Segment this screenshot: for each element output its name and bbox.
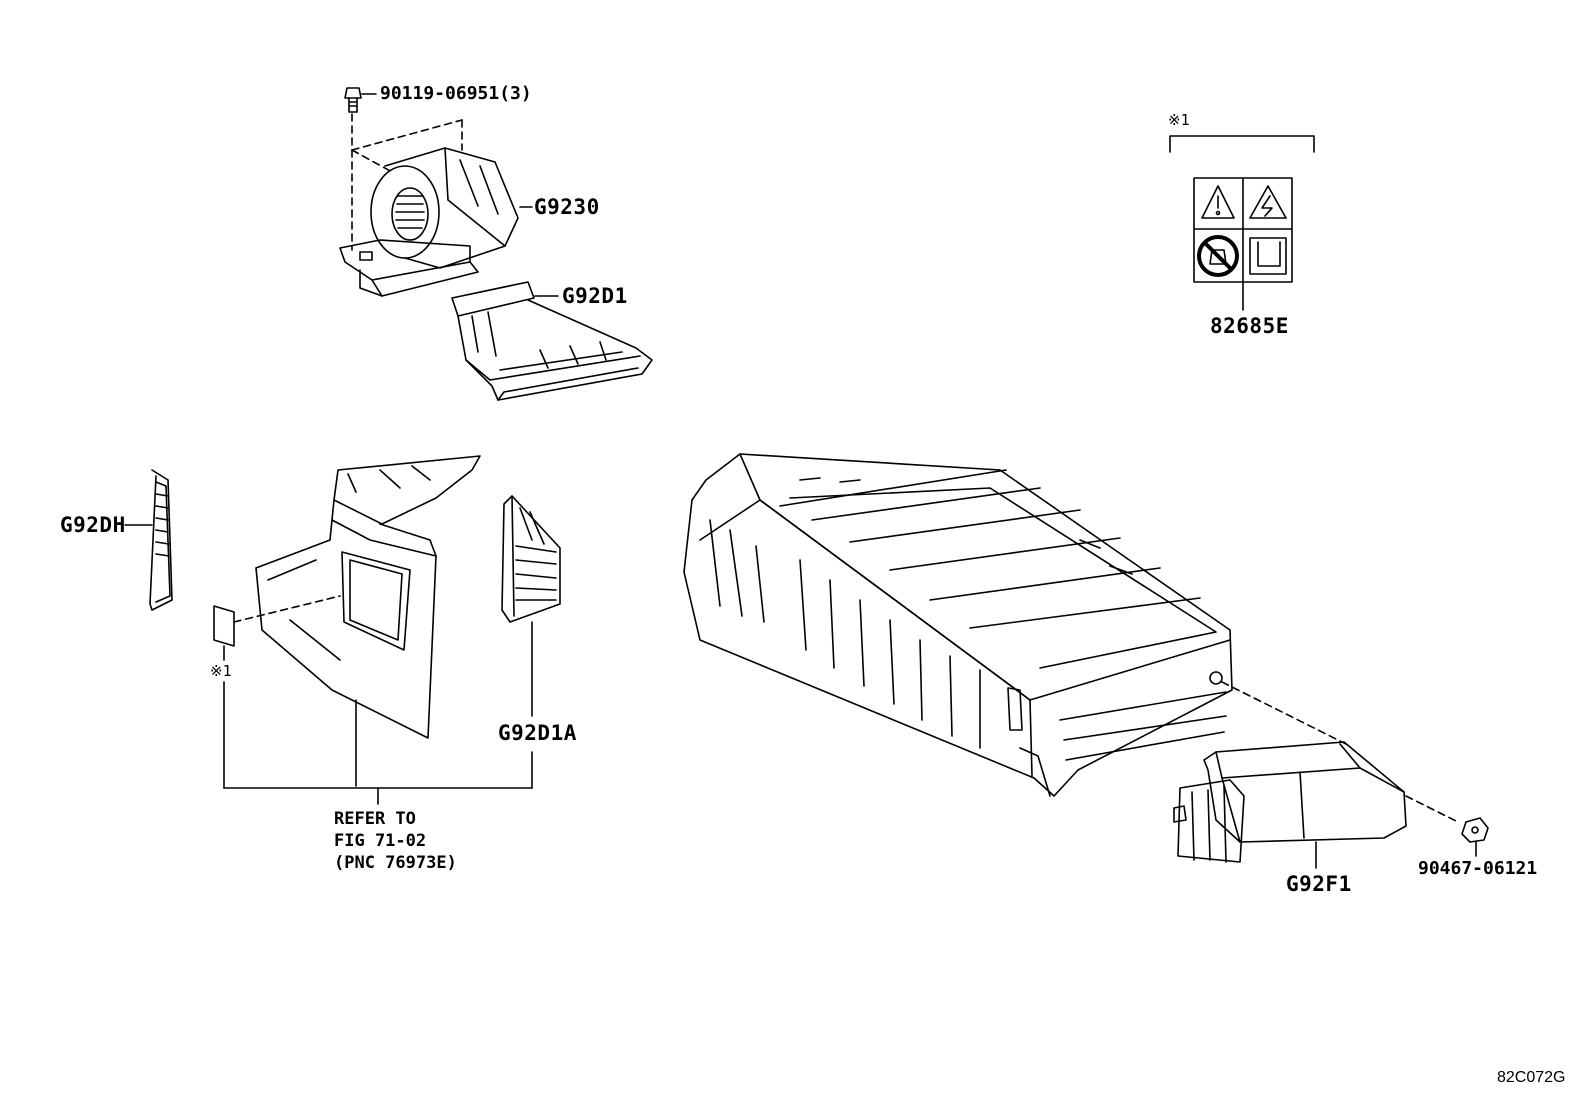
panel-left-label: G92DH [60,513,126,537]
panel-left-part [124,469,173,611]
caution-label-number: 82685E [1210,314,1289,338]
refer-note: REFER TO FIG 71-02 (PNC 76973E) [334,808,457,874]
clip-part [1461,817,1489,857]
refer-bracket [223,681,533,805]
sticker-leader-dashes [233,595,341,623]
refer-line-1: REFER TO [334,809,416,829]
duct-upper-label: G92D1 [562,284,628,308]
clip-label: 90467-06121 [1418,858,1538,879]
drawing-code: 82C072G [1497,1069,1566,1086]
cover-part [1173,741,1407,869]
cover-leader-dashes [1405,795,1459,823]
bolt-label: 90119-06951(3) [380,83,532,104]
caution-label-part [1169,135,1315,311]
note-mark-top: ※1 [1168,111,1190,129]
refer-line-3: (PNC 76973E) [334,853,457,873]
battery-leader-dashes [1221,681,1351,747]
duct-side-label: G92D1A [498,721,577,745]
duct-side-part [501,495,561,717]
bolt-leader-dashes [351,113,463,251]
battery-pack-part [683,453,1233,797]
cover-label: G92F1 [1286,872,1352,896]
blower-label: G9230 [534,195,600,219]
note-mark-left: ※1 [210,662,232,680]
refer-line-2: FIG 71-02 [334,831,427,851]
note-sticker-part [213,605,235,661]
blower-part [339,147,519,297]
duct-assembly-part [255,455,481,739]
duct-upper-part [451,281,653,401]
bolt-part [344,87,377,113]
